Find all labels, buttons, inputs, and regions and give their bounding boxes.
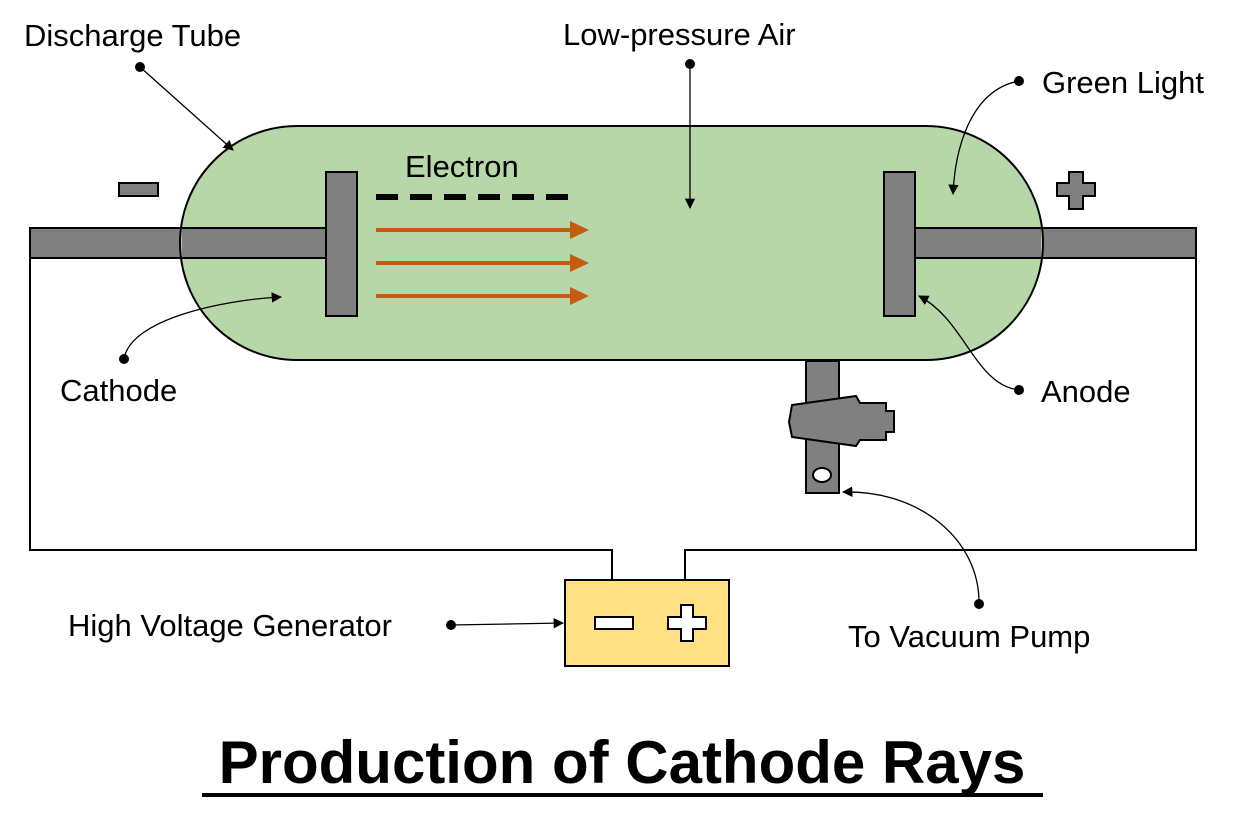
plus-sign-icon — [1056, 171, 1096, 210]
cathode-rod-inner — [182, 229, 328, 257]
generator-minus-icon — [594, 616, 634, 630]
label-electron: Electron — [405, 149, 519, 184]
cathode-plate — [325, 171, 358, 317]
label-cathode: Cathode — [60, 373, 177, 408]
ray-arrow-head — [570, 254, 589, 272]
discharge-tube — [179, 125, 1044, 361]
label-discharge-tube: Discharge Tube — [24, 18, 241, 53]
leader-discharge-tube — [139, 66, 234, 151]
label-low-pressure-air: Low-pressure Air — [563, 17, 796, 52]
diagram-title: Production of Cathode Rays — [219, 729, 1026, 796]
generator-plus-icon — [667, 604, 707, 642]
leader-anode — [918, 295, 1020, 391]
vacuum-pump-valve — [787, 360, 895, 494]
ray-arrow-head — [570, 221, 589, 239]
leader-lines — [119, 59, 1024, 630]
stopcock-handle — [787, 394, 895, 448]
minus-sign-icon — [118, 182, 159, 197]
label-anode: Anode — [1041, 374, 1131, 409]
negative-wire — [29, 258, 613, 580]
leader-vacuum-pump — [841, 486, 980, 605]
circuit-wires — [29, 258, 1197, 580]
label-to-vacuum-pump: To Vacuum Pump — [848, 619, 1090, 654]
anode-plate — [883, 171, 916, 317]
leader-generator — [450, 617, 565, 629]
cathode-ray-arrows — [376, 221, 589, 305]
ray-arrow-head — [570, 287, 589, 305]
label-green-light: Green Light — [1042, 65, 1204, 100]
label-high-voltage-generator: High Voltage Generator — [68, 608, 392, 643]
pump-outlet-hole — [812, 467, 832, 483]
leader-green-light — [948, 80, 1020, 196]
anode-rod-inner — [914, 229, 1041, 257]
positive-wire — [684, 258, 1197, 580]
leader-cathode — [123, 292, 283, 360]
